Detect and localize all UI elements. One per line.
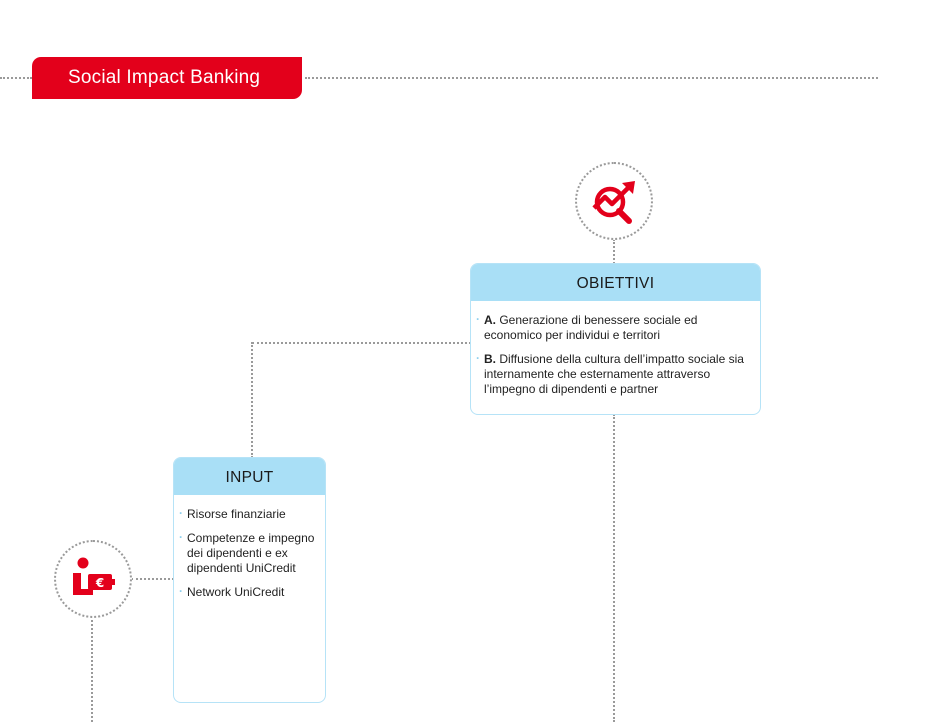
- header-line-right: [305, 77, 878, 79]
- objective-letter: A.: [484, 313, 496, 327]
- input-item: Network UniCredit: [179, 584, 319, 600]
- objectives-list: A. Generazione di benessere sociale ed e…: [471, 301, 760, 397]
- header-line-left: [0, 77, 32, 79]
- growth-magnifier-icon: [592, 181, 635, 224]
- input-item: Competenze e impegno dei dipendenti e ex…: [179, 530, 319, 576]
- objectives-icon-connector: [613, 239, 615, 264]
- objective-item-a: A. Generazione di benessere sociale ed e…: [476, 312, 750, 343]
- input-card: INPUT Risorse finanziarie Competenze e i…: [173, 457, 326, 703]
- section-banner: Social Impact Banking: [32, 57, 302, 99]
- objectives-title: OBIETTIVI: [471, 264, 760, 301]
- input-title: INPUT: [174, 458, 325, 495]
- objectives-down-connector: [613, 414, 615, 722]
- input-list: Risorse finanziarie Competenze e impegno…: [174, 495, 325, 600]
- objective-text: Generazione di benessere sociale ed econ…: [484, 313, 698, 342]
- section-title: Social Impact Banking: [68, 67, 261, 88]
- input-to-objectives-connector: [252, 342, 471, 344]
- input-icon-circle: €: [54, 540, 132, 618]
- input-up-connector: [251, 342, 253, 458]
- person-euro-card-icon: €: [73, 557, 115, 595]
- objectives-card: OBIETTIVI A. Generazione di benessere so…: [470, 263, 761, 415]
- objective-letter: B.: [484, 352, 496, 366]
- objective-text: Diffusione della cultura dell’impatto so…: [484, 352, 744, 396]
- objectives-icon-circle: [575, 162, 653, 240]
- objective-item-b: B. Diffusione della cultura dell’impatto…: [476, 351, 750, 397]
- svg-text:€: €: [95, 576, 104, 590]
- input-icon-connector: [131, 578, 174, 580]
- input-item: Risorse finanziarie: [179, 506, 319, 522]
- input-icon-down-connector: [91, 616, 93, 722]
